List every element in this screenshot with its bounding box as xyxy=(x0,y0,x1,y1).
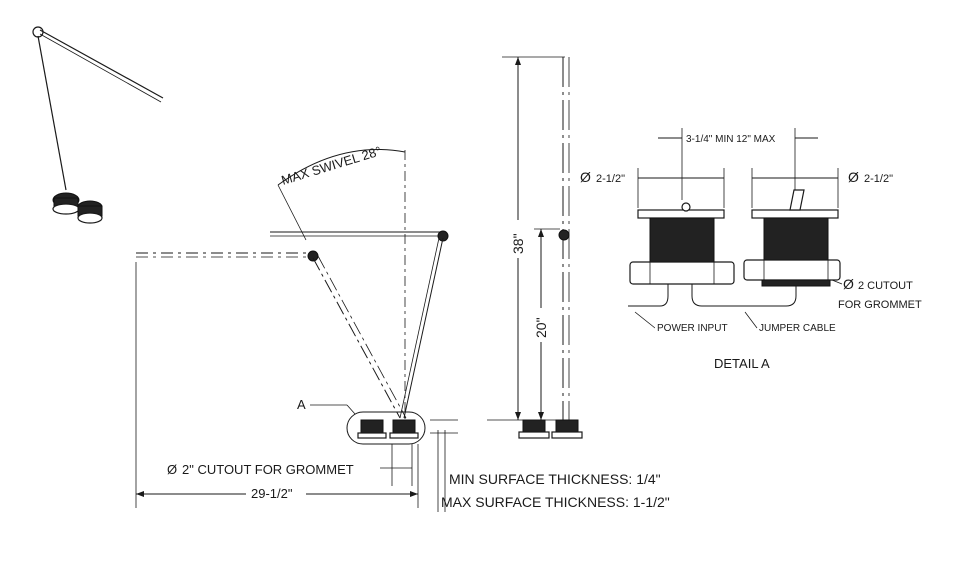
cutout-2-label: 2 CUTOUT xyxy=(858,280,913,292)
diameter-right-symbol: Ø xyxy=(848,169,859,185)
jumper-cable-label: JUMPER CABLE xyxy=(759,323,836,334)
cutout-grommet-label: 2" CUTOUT FOR GROMMET xyxy=(182,462,354,477)
spacing-dimension-label: 3-1/4" MIN 12" MAX xyxy=(686,134,776,145)
height-38-label: 38" xyxy=(510,233,526,254)
diameter-left-symbol: Ø xyxy=(580,169,591,185)
max-thickness-label: MAX SURFACE THICKNESS: 1-1/2" xyxy=(441,494,670,510)
front-view: MAX SWIVEL 28° A Ø 2" CUTOUT FOR GROMMET… xyxy=(135,143,670,512)
min-thickness-label: MIN SURFACE THICKNESS: 1/4" xyxy=(449,471,661,487)
diameter-left-label: 2-1/2" xyxy=(596,173,625,185)
width-dimension-label: 29-1/2" xyxy=(251,486,293,501)
height-20-label: 20" xyxy=(533,317,549,338)
detail-a-view: 3-1/4" MIN 12" MAX Ø 2-1/2" Ø 2-1/2" Ø xyxy=(580,128,922,371)
diameter-right-label: 2-1/2" xyxy=(864,173,893,185)
side-view: 38" 20" xyxy=(487,56,583,439)
cutout-2-symbol: Ø xyxy=(843,276,854,292)
callout-a-label: A xyxy=(297,397,306,412)
for-grommet-label: FOR GROMMET xyxy=(838,299,922,311)
isometric-lamp-view xyxy=(32,26,164,224)
cutout-diameter-symbol: Ø xyxy=(167,462,177,477)
detail-a-title: DETAIL A xyxy=(714,356,770,371)
max-swivel-label: MAX SWIVEL 28° xyxy=(279,143,383,188)
power-input-label: POWER INPUT xyxy=(657,323,728,334)
